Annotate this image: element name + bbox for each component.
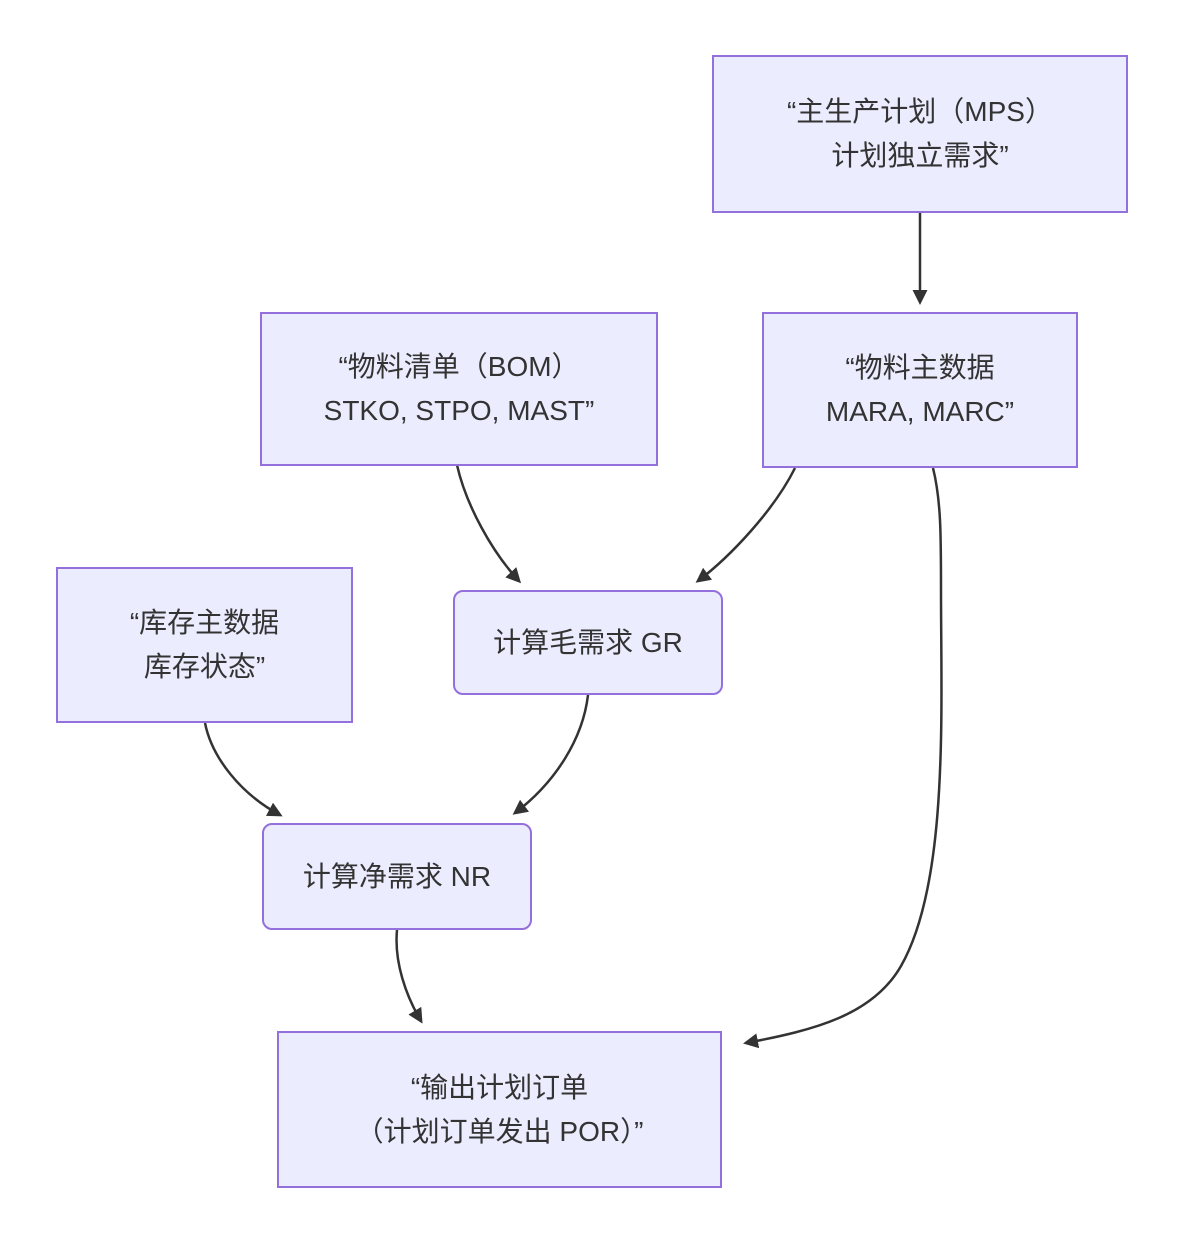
edge-gross-to-net: [512, 694, 590, 815]
node-inventory-line2: 库存状态”: [143, 651, 266, 682]
node-net-requirements-label: 计算净需求 NR: [302, 860, 492, 892]
node-mara: “物料主数据 MARA, MARC”: [762, 312, 1078, 468]
node-mps-line2: 计划独立需求”: [831, 140, 1009, 171]
node-gross-requirements-label: 计算毛需求 GR: [493, 626, 683, 658]
node-output: “输出计划订单 （计划订单发出 POR）”: [277, 1031, 722, 1188]
node-net-requirements: 计算净需求 NR: [262, 823, 532, 930]
node-bom: “物料清单（BOM） STKO, STPO, MAST”: [260, 312, 658, 466]
node-mara-line2: MARA, MARC”: [825, 396, 1015, 427]
node-bom-line2: STKO, STPO, MAST”: [323, 395, 595, 426]
edge-mara-to-output: [743, 467, 943, 1049]
node-mara-line1: “物料主数据: [845, 352, 995, 383]
node-gross-requirements: 计算毛需求 GR: [453, 590, 723, 695]
node-bom-line1: “物料清单（BOM）: [338, 351, 580, 382]
node-output-line2: （计划订单发出 POR）”: [355, 1115, 644, 1147]
node-mps: “主生产计划（MPS） 计划独立需求”: [712, 55, 1128, 213]
edge-bom-to-gross: [455, 464, 522, 584]
node-inventory-line1: “库存主数据: [129, 607, 280, 638]
node-output-line1: “输出计划订单: [410, 1071, 589, 1103]
edge-inventory-to-net: [203, 722, 283, 817]
edge-net-to-output: [395, 929, 423, 1024]
edge-mara-to-gross: [695, 467, 797, 583]
node-mps-line1: “主生产计划（MPS）: [786, 96, 1053, 127]
node-inventory: “库存主数据 库存状态”: [56, 567, 353, 723]
